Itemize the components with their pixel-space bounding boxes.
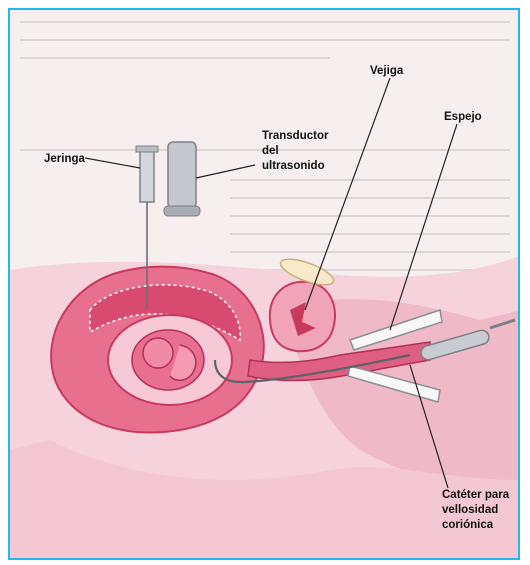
fetus [132,330,204,390]
ultrasound-transducer [164,142,200,216]
label-jeringa: Jeringa [44,153,86,165]
label-espejo: Espejo [444,111,482,123]
chorionic-villus-sampling-diagram: Jeringa Transductor del ultrasonido Veji… [10,10,520,560]
label-transductor-3: ultrasonido [262,160,325,172]
label-cateter-1: Catéter para [442,489,510,501]
label-cateter-2: vellosidad [442,504,498,516]
label-vejiga: Vejiga [370,65,404,77]
label-cateter-3: coriónica [442,519,494,531]
figure-frame: Jeringa Transductor del ultrasonido Veji… [8,8,520,560]
label-transductor-2: del [262,145,279,157]
label-transductor-1: Transductor [262,130,329,142]
